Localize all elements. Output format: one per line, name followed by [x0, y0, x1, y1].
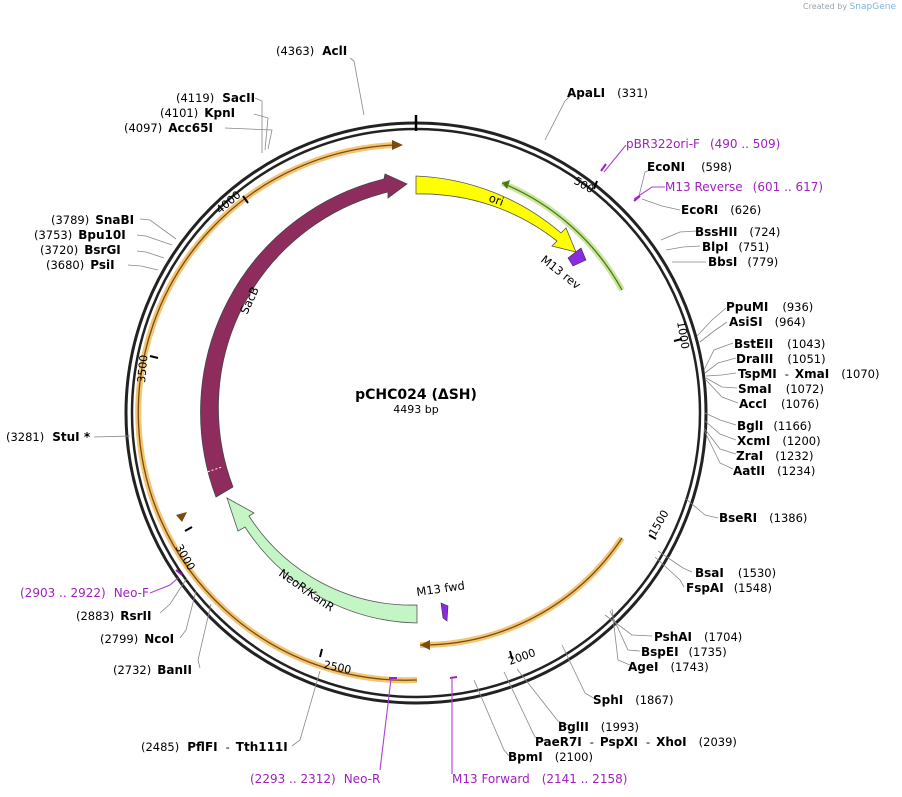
primer-neo-f[interactable]: (2903 .. 2922)Neo-F [20, 586, 149, 600]
site-aatII[interactable]: AatII(1234) [733, 464, 815, 478]
snapgene-logo-text: SnapGene [849, 2, 896, 12]
site-paeR7I-pspXI-xhoI[interactable]: PaeR7I-PspXI-XhoI(2039) [535, 735, 737, 749]
watermark-text: Created by [803, 2, 848, 11]
site-labels: (4363)AclI ApaLI(331) (4119)SacII (4101)… [6, 44, 879, 764]
site-bspEI[interactable]: BspEI(1735) [641, 645, 727, 659]
site-bssHII[interactable]: BssHII(724) [695, 225, 780, 239]
tick-label-1500: 1500 [646, 508, 671, 539]
site-pshAI[interactable]: PshAI(1704) [654, 630, 742, 644]
feature-ori[interactable] [415, 175, 577, 253]
site-bseRI[interactable]: BseRI(1386) [719, 511, 807, 525]
orf-arc-lower-core [419, 537, 623, 646]
primer-pbr322ori-f[interactable]: pBR322ori-F(490 .. 509) [626, 137, 780, 151]
orf-arc-large-arrowhead [392, 140, 403, 150]
site-aclI[interactable]: (4363)AclI [276, 44, 347, 58]
tick-label-2500: 2500 [322, 658, 352, 677]
site-ecoNI[interactable]: EcoNI(598) [647, 160, 732, 174]
site-psiI[interactable]: (3680)PsiI [46, 258, 115, 272]
site-ageI[interactable]: AgeI(1743) [628, 660, 709, 674]
site-blpI[interactable]: BlpI(751) [702, 240, 769, 254]
site-acc65I[interactable]: (4097)Acc65I [124, 121, 213, 135]
site-fspAI[interactable]: FspAI(1548) [686, 581, 772, 595]
feature-m13fwd[interactable] [440, 602, 449, 622]
sacb-split [203, 466, 223, 474]
orf-arc-lower-arrowhead [420, 640, 430, 650]
site-ecoRI[interactable]: EcoRI(626) [681, 203, 761, 217]
site-sphI[interactable]: SphI(1867) [593, 693, 674, 707]
tick-label-2000: 2000 [507, 646, 538, 668]
feature-label-m13fwd: M13 fwd [415, 578, 465, 599]
site-bstEII[interactable]: BstEII(1043) [734, 337, 825, 351]
orf-arc-large-core [137, 144, 418, 681]
orf-arc-ori-arrowhead [502, 180, 510, 189]
site-sacII[interactable]: (4119)SacII [176, 91, 255, 105]
tick-label-500: 500 [572, 174, 597, 196]
primer-m13-reverse[interactable]: M13 Reverse(601 .. 617) [665, 180, 823, 194]
site-zraI[interactable]: ZraI(1232) [736, 449, 813, 463]
site-rsrII[interactable]: (2883)RsrII [76, 609, 151, 623]
site-asiSI[interactable]: AsiSI(964) [729, 315, 806, 329]
site-bpu10I[interactable]: (3753)Bpu10I [34, 228, 126, 242]
site-ppuMI[interactable]: PpuMI(936) [726, 300, 813, 314]
site-tspMI-xmaI[interactable]: TspMI-XmaI(1070) [738, 367, 879, 381]
site-bglII[interactable]: BglII(1993) [558, 720, 639, 734]
tick-label-1000: 1000 [674, 320, 692, 350]
site-banII[interactable]: (2732)BanII [113, 663, 192, 677]
site-ncoI[interactable]: (2799)NcoI [100, 632, 174, 646]
primer-leader-lines [149, 144, 665, 774]
tick-label-3000: 3000 [172, 542, 197, 573]
ruler-ticks [149, 180, 683, 660]
plasmid-title: pCHC024 (ΔSH) [355, 387, 477, 403]
feature-neokanr[interactable] [226, 497, 418, 624]
site-bsrGI[interactable]: (3720)BsrGI [40, 243, 121, 257]
site-kpnI[interactable]: (4101)KpnI [160, 106, 235, 120]
site-pflFI-tth111I[interactable]: (2485)PflFI-Tth111I [141, 740, 288, 754]
leader-lines [93, 57, 739, 757]
site-bpmI[interactable]: BpmI(2100) [508, 750, 593, 764]
feature-m13rev[interactable] [567, 247, 587, 267]
primer-labels: pBR322ori-F(490 .. 509) M13 Reverse(601 … [20, 137, 823, 786]
feature-sacb[interactable] [200, 173, 408, 498]
site-bbsI[interactable]: BbsI(779) [708, 255, 778, 269]
site-accI[interactable]: AccI(1076) [739, 397, 819, 411]
site-draIII[interactable]: DraIII(1051) [736, 352, 826, 366]
site-bglI[interactable]: BglI(1166) [737, 419, 812, 433]
tick-label-3500: 3500 [135, 354, 150, 383]
orf-arc-large [135, 142, 418, 684]
snapgene-watermark: Created by SnapGene [803, 2, 896, 12]
orf-arc-ori-core [501, 182, 623, 291]
site-bsaI[interactable]: BsaI(1530) [695, 566, 776, 580]
site-stuI[interactable]: (3281)StuI * [6, 430, 91, 444]
site-apaLI[interactable]: ApaLI(331) [567, 86, 648, 100]
primer-m13-forward[interactable]: M13 Forward(2141 .. 2158) [452, 772, 627, 786]
site-smaI[interactable]: SmaI(1072) [738, 382, 824, 396]
primer-marks [175, 163, 641, 679]
feature-label-ori: ori [487, 191, 506, 209]
site-snaBI[interactable]: (3789)SnaBI [51, 213, 134, 227]
orf-arc-small-arrowhead [176, 512, 187, 522]
site-xcmI[interactable]: XcmI(1200) [737, 434, 821, 448]
plasmid-length: 4493 bp [393, 403, 438, 416]
primer-neo-r[interactable]: (2293 .. 2312)Neo-R [250, 772, 380, 786]
